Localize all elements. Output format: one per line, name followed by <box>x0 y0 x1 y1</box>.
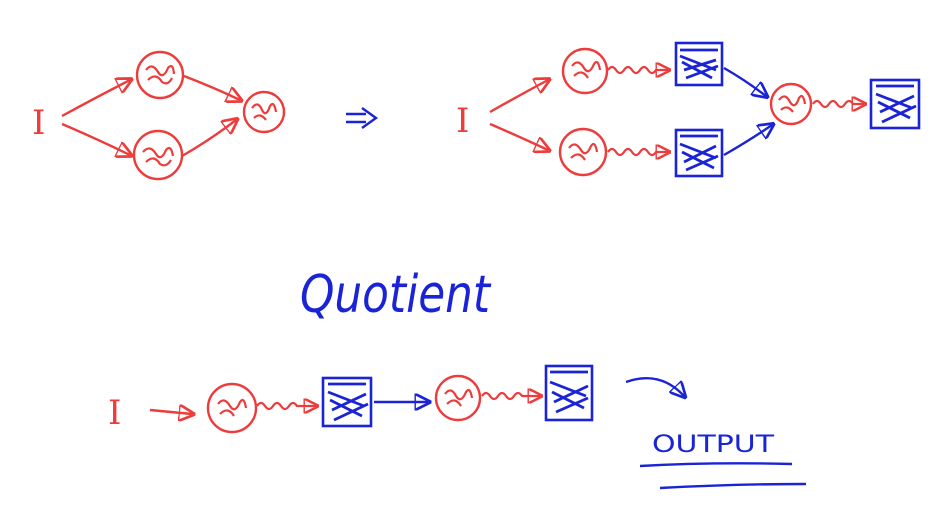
red-node-bottom-first <box>206 382 258 434</box>
input-label-top-right: I <box>456 101 469 141</box>
arrow-i-to-lower-node <box>489 122 548 150</box>
output-label: OUTPUT <box>652 430 774 458</box>
squiggle-arrow-upper <box>607 67 668 73</box>
output-underline-2 <box>659 482 807 490</box>
arrow-i-to-node-a <box>61 80 130 118</box>
red-node-upper-right <box>561 47 609 95</box>
red-node-bottom-second <box>434 374 482 422</box>
top-right-diagram: I <box>456 41 921 178</box>
arrow-to-output <box>625 377 684 396</box>
red-node-merge-right <box>769 82 813 126</box>
blue-box-bottom-second <box>544 364 594 422</box>
squiggle-arrow-final <box>812 101 864 107</box>
squiggle-arrow-bottom-first <box>256 403 316 409</box>
arrow-i-to-node-b <box>61 122 130 155</box>
blue-box-final <box>869 78 921 130</box>
input-label-bottom: I <box>108 393 121 433</box>
red-node-merge <box>242 90 286 134</box>
arrow-i-to-upper-node <box>489 80 548 114</box>
blue-box-lower <box>674 128 724 178</box>
squiggle-arrow-bottom-second <box>481 393 540 399</box>
arrow-upper-box-to-merge <box>723 66 766 96</box>
implies-symbol <box>346 107 379 129</box>
red-node-lower <box>132 129 184 181</box>
diagram-title: Quotient <box>300 265 491 325</box>
arrow-node-b-to-merge <box>181 120 236 158</box>
squiggle-arrow-lower <box>607 149 668 155</box>
arrow-i-to-first-node <box>149 410 192 414</box>
top-left-diagram: I <box>32 50 286 181</box>
arrow-lower-box-to-merge <box>723 125 772 157</box>
red-node-lower-right <box>558 127 608 177</box>
bottom-diagram: I OUTPUT <box>108 364 807 490</box>
input-label-top-left: I <box>32 103 45 143</box>
blue-box-bottom-first <box>321 376 373 428</box>
arrow-node-a-to-merge <box>183 74 240 100</box>
output-underline-1 <box>639 462 793 468</box>
blue-box-upper <box>674 41 724 87</box>
red-node-upper <box>135 50 185 100</box>
